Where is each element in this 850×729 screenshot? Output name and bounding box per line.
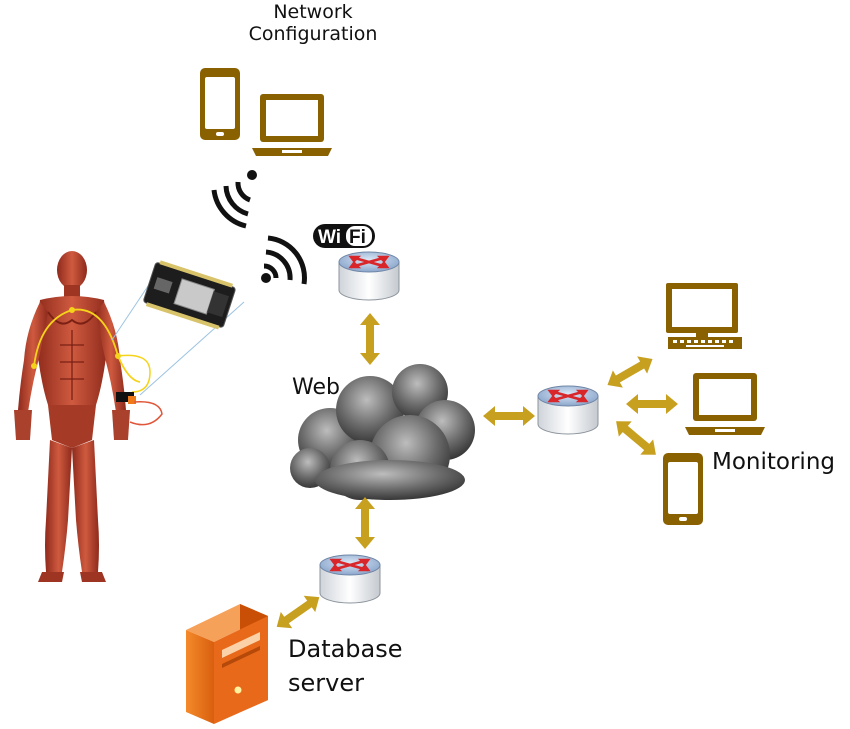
desktop-icon-monitoring [666, 283, 742, 349]
network-configuration-label: Network Configuration [228, 1, 398, 46]
arrow-router-phone [609, 413, 663, 463]
database-server-line1: Database [288, 635, 403, 663]
arrow-db-router-server [270, 588, 326, 636]
database-server-line2: server [288, 669, 364, 697]
arrow-router-laptop [626, 394, 678, 414]
phone-icon-monitoring [663, 453, 703, 525]
router-icon-wifi [337, 250, 401, 302]
esp8266-board-icon [143, 260, 236, 330]
database-server-label: Database server [288, 632, 403, 700]
phone-icon-config [200, 68, 240, 140]
arrow-cloud-router [483, 406, 535, 426]
router-icon-database [318, 553, 382, 605]
human-anatomy-figure [14, 251, 163, 582]
wifi-signal-icon-upper [211, 170, 257, 229]
wifi-badge: Wi Fi [313, 224, 375, 248]
server-icon [186, 604, 268, 724]
arrow-router-desktop [602, 350, 658, 394]
wifi-badge-wi: Wi [318, 227, 341, 248]
monitoring-label: Monitoring [712, 449, 835, 475]
arrow-router-cloud [360, 313, 380, 365]
cloud-icon [290, 364, 475, 500]
network-configuration-line2: Configuration [248, 22, 378, 45]
router-icon-monitoring [536, 384, 600, 436]
laptop-icon-monitoring [685, 373, 765, 435]
wifi-signal-icon-lower [261, 235, 307, 285]
wifi-badge-fi: Fi [349, 227, 366, 248]
arrow-cloud-db-router [355, 497, 375, 549]
laptop-icon-config [252, 94, 332, 156]
network-configuration-line1: Network [273, 1, 353, 23]
web-label: Web [292, 375, 340, 400]
